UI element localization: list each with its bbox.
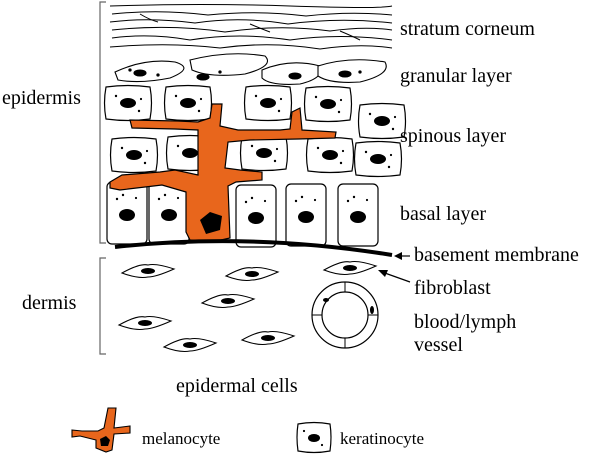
vessel-label-line2: vessel: [414, 334, 463, 356]
melanocyte-legend-label: melanocyte: [142, 429, 221, 448]
basal-layer: [106, 181, 379, 248]
epidermis-bracket: [99, 1, 106, 244]
basement-membrane-line: [114, 239, 393, 257]
blood-lymph-vessel: [311, 281, 379, 349]
granular-layer: [114, 53, 387, 85]
epidermis-label: epidermis: [2, 87, 81, 109]
dermis-bracket: [99, 257, 106, 355]
vessel-label-line1: blood/lymph: [414, 311, 517, 333]
legend-title: epidermal cells: [176, 375, 298, 397]
basement-membrane-label: basement membrane: [414, 244, 579, 266]
stratum-corneum-label: stratum corneum: [400, 18, 535, 40]
keratinocyte-legend-label: keratinocyte: [340, 429, 425, 448]
fibroblast-arrow: [378, 270, 411, 283]
dermis-label: dermis: [22, 292, 77, 314]
fibroblast-label: fibroblast: [414, 277, 491, 299]
basal-layer-label: basal layer: [400, 203, 487, 225]
melanocyte-legend-icon: [71, 407, 131, 453]
keratinocyte-legend-icon: [296, 421, 332, 454]
spinous-layer-label: spinous layer: [400, 125, 507, 147]
granular-layer-label: granular layer: [400, 65, 512, 87]
basement-membrane-arrow: [394, 252, 410, 260]
stratum-corneum-layer: [109, 4, 393, 50]
